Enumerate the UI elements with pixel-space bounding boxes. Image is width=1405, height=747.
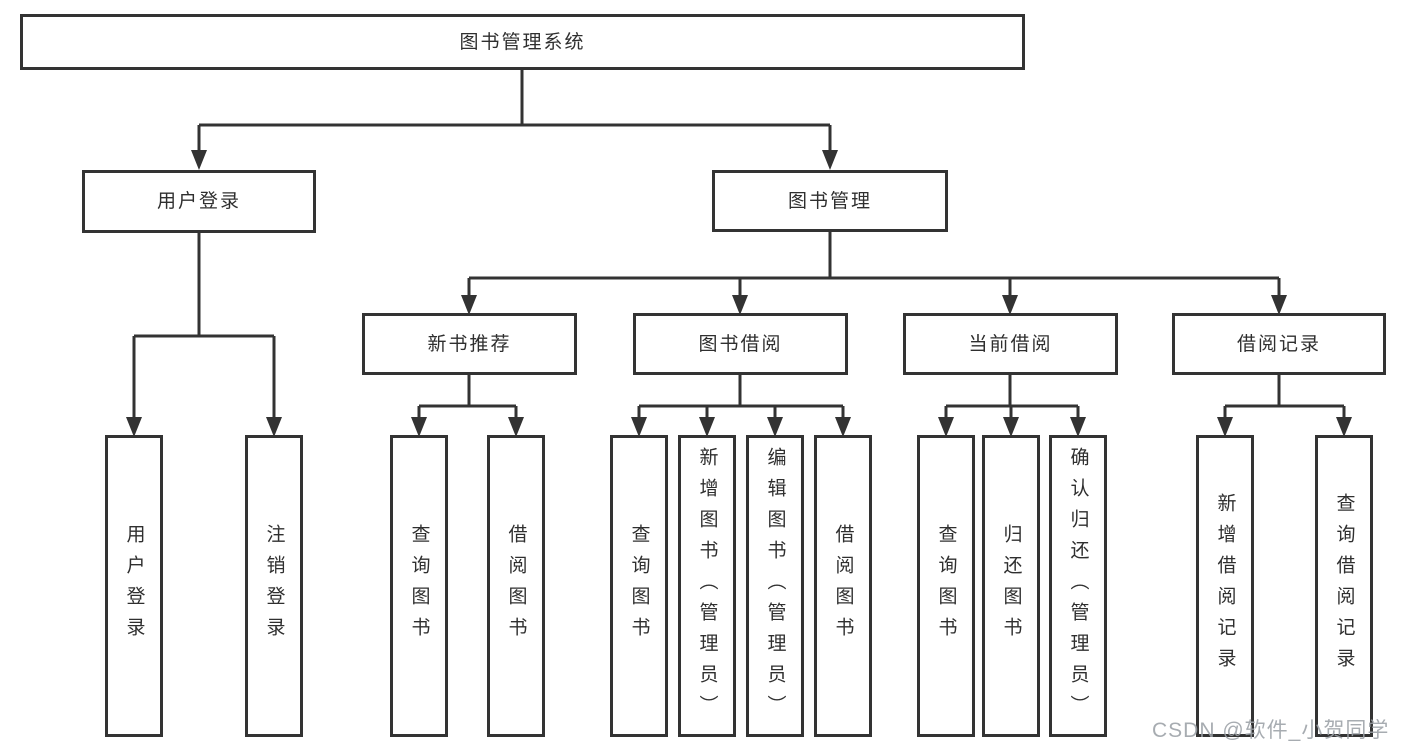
leaf-query-books-recommend-label: 查询图书 [408, 524, 430, 648]
node-user-login-label: 用户登录 [156, 191, 241, 212]
leaf-add-borrow-record-label: 新增借阅记录 [1214, 493, 1236, 679]
leaf-query-books-current: 查询图书 [917, 435, 975, 737]
arrowheads [126, 150, 1352, 437]
leaf-query-books-borrow-label: 查询图书 [628, 524, 650, 648]
node-new-book-recommend: 新书推荐 [362, 313, 577, 375]
node-borrow-records: 借阅记录 [1172, 313, 1386, 375]
leaf-return-book: 归还图书 [982, 435, 1040, 737]
leaf-confirm-return-admin: 确认归还（管理员） [1049, 435, 1107, 737]
node-current-borrow: 当前借阅 [903, 313, 1118, 375]
leaf-query-books-borrow: 查询图书 [610, 435, 668, 737]
leaf-query-borrow-record-label: 查询借阅记录 [1333, 493, 1355, 679]
node-book-borrow: 图书借阅 [633, 313, 848, 375]
connector-borrow-records-children [1223, 375, 1346, 432]
leaf-logout: 注销登录 [245, 435, 303, 737]
leaf-user-login-label: 用户登录 [123, 524, 145, 648]
leaf-edit-book-admin-label: 编辑图书（管理员） [764, 446, 786, 726]
node-borrow-records-label: 借阅记录 [1236, 333, 1321, 355]
leaf-borrow-books: 借阅图书 [814, 435, 872, 737]
node-library-system-label: 图书管理系统 [459, 31, 586, 53]
leaf-add-borrow-record: 新增借阅记录 [1196, 435, 1254, 737]
leaf-confirm-return-admin-label: 确认归还（管理员） [1067, 446, 1089, 726]
leaf-add-book-admin: 新增图书（管理员） [678, 435, 736, 737]
leaf-edit-book-admin: 编辑图书（管理员） [746, 435, 804, 737]
node-book-borrow-label: 图书借阅 [698, 333, 783, 355]
node-book-management-label: 图书管理 [787, 190, 872, 212]
leaf-borrow-books-label: 借阅图书 [832, 524, 854, 648]
leaf-borrow-books-recommend-label: 借阅图书 [505, 524, 527, 648]
leaf-query-books-recommend: 查询图书 [390, 435, 448, 737]
leaf-logout-label: 注销登录 [263, 524, 285, 648]
node-user-login: 用户登录 [82, 170, 316, 233]
connector-new-book-children [417, 375, 518, 432]
leaf-return-book-label: 归还图书 [1000, 524, 1022, 648]
connector-root-to-level1 [197, 70, 832, 166]
node-new-book-recommend-label: 新书推荐 [427, 333, 512, 355]
node-book-management: 图书管理 [712, 170, 948, 232]
csdn-watermark: CSDN @软件_小贺同学 [1152, 719, 1390, 742]
leaf-query-books-current-label: 查询图书 [935, 524, 957, 648]
leaf-query-borrow-record: 查询借阅记录 [1315, 435, 1373, 737]
node-library-system: 图书管理系统 [20, 14, 1025, 70]
node-current-borrow-label: 当前借阅 [968, 333, 1053, 355]
connector-book-mgmt-children [467, 232, 1281, 310]
leaf-add-book-admin-label: 新增图书（管理员） [696, 446, 718, 726]
leaf-user-login: 用户登录 [105, 435, 163, 737]
leaf-borrow-books-recommend: 借阅图书 [487, 435, 545, 737]
connector-user-login-children [132, 233, 276, 432]
connector-book-borrow-children [637, 375, 845, 432]
